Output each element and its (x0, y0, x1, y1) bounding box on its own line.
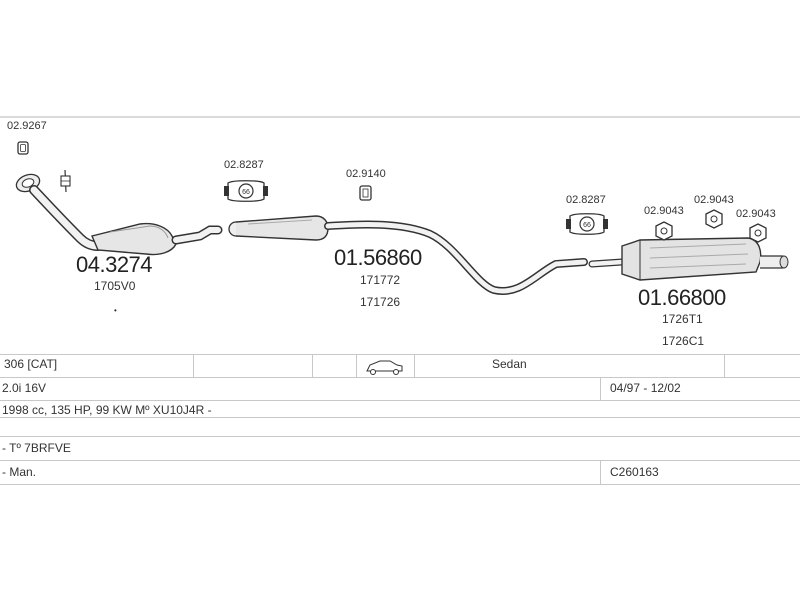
rear-muffler-icon (588, 237, 789, 281)
table-line (356, 354, 357, 377)
label-rear-ref-2: 1726C1 (662, 334, 705, 348)
table-line (600, 460, 601, 484)
mount-r3-icon (749, 223, 767, 243)
label-mount-r3: 02.9043 (736, 208, 776, 220)
table-line (193, 354, 194, 377)
cell-transmission: - Man. (2, 465, 37, 479)
clamp-front-badge: 66 (242, 189, 250, 196)
table-line (0, 400, 800, 401)
label-mid-ref-1: 171772 (360, 273, 401, 287)
cell-specs: 1998 cc, 135 HP, 99 KW Mº XU10J4R - (2, 403, 212, 417)
front-pipe-icon (15, 173, 103, 251)
clamp-front-icon: 66 (224, 180, 268, 202)
label-clamp-rear: 02.8287 (566, 194, 606, 206)
car-sedan-icon (366, 360, 403, 375)
label-rear-muffler: 01.66800 (638, 285, 726, 310)
cell-type-code: - Tº 7BRFVE (2, 441, 71, 455)
table-line (0, 460, 800, 461)
gasket-icon (17, 141, 29, 155)
table-line (724, 354, 725, 377)
mount-mid-icon (359, 185, 372, 201)
table-line (414, 354, 415, 377)
cell-model: 306 [CAT] (4, 357, 58, 371)
table-line (312, 354, 313, 377)
label-gasket-left: 02.9267 (7, 120, 47, 132)
mid-muffler-icon (228, 215, 588, 296)
label-rear-ref-1: 1726T1 (662, 312, 703, 326)
table-line (0, 354, 800, 355)
cell-catalog-code: C260163 (610, 465, 659, 479)
table-line (0, 417, 800, 418)
cell-date-range: 04/97 - 12/02 (610, 381, 681, 395)
table-line (0, 377, 800, 378)
label-mid-pipe: 01.56860 (334, 245, 422, 270)
table-line (600, 377, 601, 400)
lambda-sensor-icon (60, 169, 71, 193)
label-mount-mid: 02.9140 (346, 168, 386, 180)
label-catalyst-ref: 1705V0 (94, 279, 136, 293)
cell-engine: 2.0i 16V (2, 381, 47, 395)
mount-r1-icon (655, 221, 673, 241)
clamp-rear-icon: 66 (566, 213, 608, 235)
label-mount-r2: 02.9043 (694, 194, 734, 206)
label-mount-r1: 02.9043 (644, 205, 684, 217)
label-catalyst: 04.3274 (76, 252, 153, 277)
cell-body-type: Sedan (492, 357, 527, 371)
clamp-rear-badge: 66 (583, 222, 591, 229)
table-line (0, 484, 800, 485)
table-line (0, 436, 800, 437)
stray-dot: • (114, 306, 117, 315)
mount-r2-icon (705, 209, 723, 229)
label-mid-ref-2: 171726 (360, 295, 401, 309)
catalyst-icon (91, 222, 223, 256)
label-clamp-front: 02.8287 (224, 159, 264, 171)
